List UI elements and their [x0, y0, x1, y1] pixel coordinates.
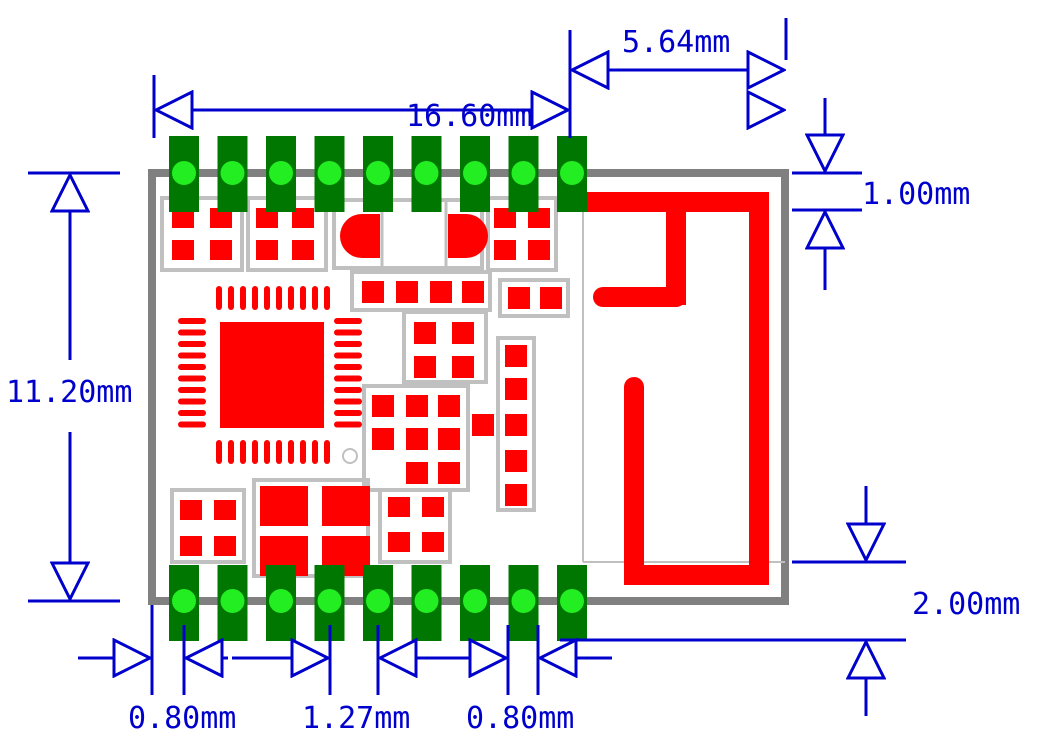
chip-lead: [312, 440, 318, 464]
chip-lead: [334, 398, 362, 405]
chip-lead: [334, 341, 362, 347]
header-pin: [411, 136, 442, 212]
chip-lead: [264, 440, 270, 464]
header-pin: [314, 136, 345, 212]
header-pin: [266, 136, 296, 212]
chip-lead: [178, 318, 206, 324]
chip-lead: [178, 352, 206, 359]
header-pin: [363, 136, 393, 212]
chip-lead: [178, 375, 206, 382]
chip-lead: [334, 318, 362, 324]
chip-lead: [240, 286, 246, 310]
header-pin: [460, 565, 490, 641]
label-left-offset: 0.80mm: [128, 701, 236, 736]
label-bottom-clearance: 2.00mm: [912, 587, 1020, 622]
dimension-pin-pitch: [232, 625, 506, 695]
chip-lead: [178, 364, 206, 370]
dimension-antenna-width: [572, 18, 788, 110]
chip-lead: [276, 440, 282, 464]
dimension-top-clearance: [792, 98, 862, 290]
crystal-pads: [260, 486, 370, 576]
chip-lead: [312, 286, 318, 310]
label-pin-pitch: 1.27mm: [302, 701, 410, 736]
passive-pads: [172, 208, 562, 556]
chip-lead: [300, 440, 306, 464]
header-pin: [266, 565, 296, 641]
chip-lead: [288, 286, 294, 310]
antenna-trace: [583, 192, 769, 585]
header-pin: [557, 565, 587, 641]
chip-lead: [178, 398, 206, 405]
chip-lead: [216, 286, 222, 310]
chip-lead: [324, 440, 330, 464]
header-pin: [557, 136, 587, 212]
header-pin: [363, 565, 393, 641]
chip-lead: [178, 341, 206, 347]
chip-lead: [178, 387, 206, 393]
chip-lead: [334, 375, 362, 382]
chip-lead: [216, 440, 222, 464]
chip-lead: [252, 440, 258, 464]
dimension-module-height: [28, 171, 120, 603]
chip-lead: [178, 421, 206, 428]
chip-lead: [334, 387, 362, 393]
chip-lead: [228, 286, 234, 310]
chip-lead: [324, 286, 330, 310]
led-component: [340, 198, 488, 270]
chip-lead: [252, 286, 258, 310]
header-pin: [508, 136, 539, 212]
dimension-left-offset: [78, 605, 228, 695]
dimension-right-offset: [506, 625, 612, 695]
header-pin: [460, 136, 490, 212]
chip-lead: [240, 440, 246, 464]
chip-lead: [334, 329, 362, 336]
chip-lead: [276, 286, 282, 310]
chip-lead: [178, 410, 206, 416]
chip-lead: [288, 440, 294, 464]
header-pin: [217, 136, 248, 212]
pin1-marker: [342, 448, 358, 464]
dimension-bottom-clearance: [560, 486, 906, 716]
top-pin-row: [169, 136, 587, 212]
chip-lead: [334, 364, 362, 370]
header-pin: [508, 565, 539, 641]
chip-lead: [334, 352, 362, 359]
chip-lead: [264, 286, 270, 310]
header-pin: [411, 565, 442, 641]
header-pin: [169, 136, 199, 212]
label-right-offset: 0.80mm: [466, 701, 574, 736]
silkscreen-outlines: [160, 196, 570, 578]
label-top-clearance: 1.00mm: [862, 177, 970, 212]
chip-lead: [228, 440, 234, 464]
label-module-height: 11.20mm: [6, 375, 132, 410]
bottom-pin-row: [169, 565, 587, 641]
label-antenna-width: 5.64mm: [622, 25, 730, 60]
header-pin: [217, 565, 248, 641]
qfn-chip: [178, 286, 362, 464]
chip-lead: [300, 286, 306, 310]
label-module-length: 16.60mm: [406, 99, 532, 134]
chip-lead: [334, 421, 362, 428]
chip-lead: [178, 329, 206, 336]
chip-lead: [334, 410, 362, 416]
